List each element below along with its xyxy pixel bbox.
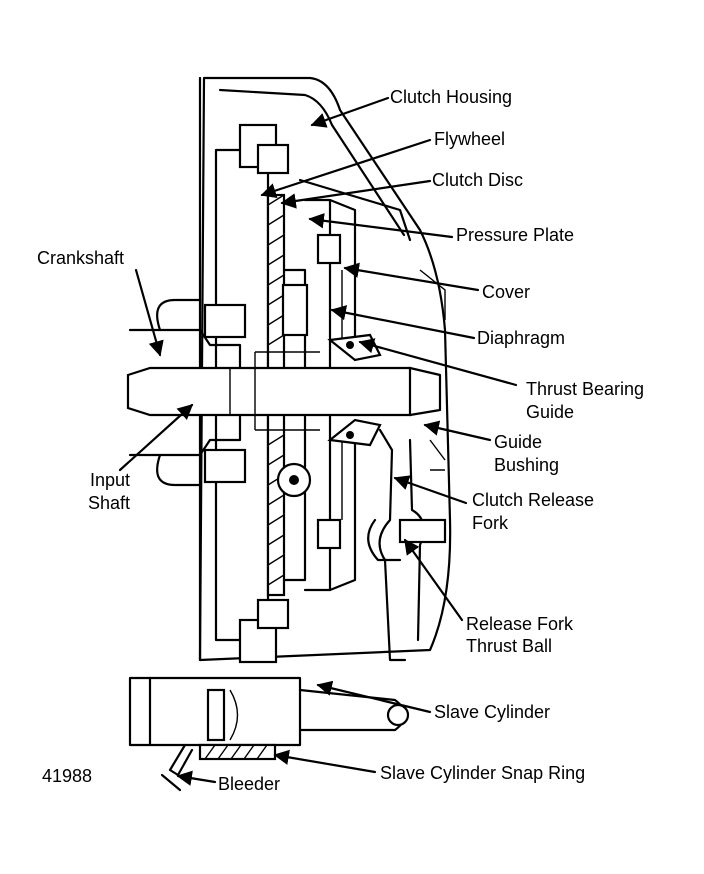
arrow-slave-cylinder (316, 680, 432, 714)
label-diaphragm: Diaphragm (477, 328, 565, 348)
label-release-fork-line1: Clutch Release (472, 490, 594, 510)
slave-cylinder-shape (128, 676, 410, 747)
arrow-thrust-bearing (358, 338, 518, 387)
arrow-bleeder (176, 770, 217, 786)
arrow-snap-ring (273, 749, 377, 774)
arrow-guide-bushing (423, 420, 492, 442)
arrow-clutch-disc (280, 179, 432, 209)
label-thrust-bearing-line1: Thrust Bearing (526, 379, 644, 399)
release-fork-shape (367, 428, 447, 662)
label-pressure-plate: Pressure Plate (456, 225, 574, 245)
bleeder-shape (160, 743, 194, 792)
label-clutch-housing: Clutch Housing (390, 87, 512, 107)
label-input-shaft-line2: Shaft (88, 493, 130, 513)
arrow-release-fork (393, 475, 468, 505)
label-snap-ring: Slave Cylinder Snap Ring (380, 763, 585, 783)
callout-labels: Clutch Housing Flywheel Clutch Disc Pres… (37, 87, 644, 794)
arrow-cover (343, 262, 480, 292)
label-cover: Cover (482, 282, 530, 302)
arrow-input-shaft (118, 403, 194, 472)
label-input-shaft-line1: Input (90, 470, 130, 490)
crankshaft-shape (128, 298, 247, 487)
arrow-pressure-plate (308, 213, 454, 239)
figure-number: 41988 (42, 766, 92, 786)
label-thrust-ball-line1: Release Fork (466, 614, 574, 634)
label-bleeder: Bleeder (218, 774, 280, 794)
label-flywheel: Flywheel (434, 129, 505, 149)
label-slave-cylinder: Slave Cylinder (434, 702, 550, 722)
arrow-thrust-ball (403, 538, 464, 622)
label-guide-bushing-line1: Guide (494, 432, 542, 452)
label-thrust-ball-line2: Thrust Ball (466, 636, 552, 656)
arrow-clutch-housing (310, 96, 390, 128)
arrow-crankshaft (134, 268, 164, 357)
snap-ring-shape (198, 743, 277, 761)
leader-arrows (118, 96, 518, 786)
label-clutch-disc: Clutch Disc (432, 170, 523, 190)
input-shaft-shape (126, 351, 442, 431)
arrow-diaphragm (330, 305, 476, 340)
flywheel-shape (214, 123, 290, 664)
label-crankshaft: Crankshaft (37, 248, 124, 268)
label-release-fork-line2: Fork (472, 513, 509, 533)
arrow-flywheel (260, 138, 432, 199)
label-thrust-bearing-line2: Guide (526, 402, 574, 422)
label-guide-bushing-line2: Bushing (494, 455, 559, 475)
